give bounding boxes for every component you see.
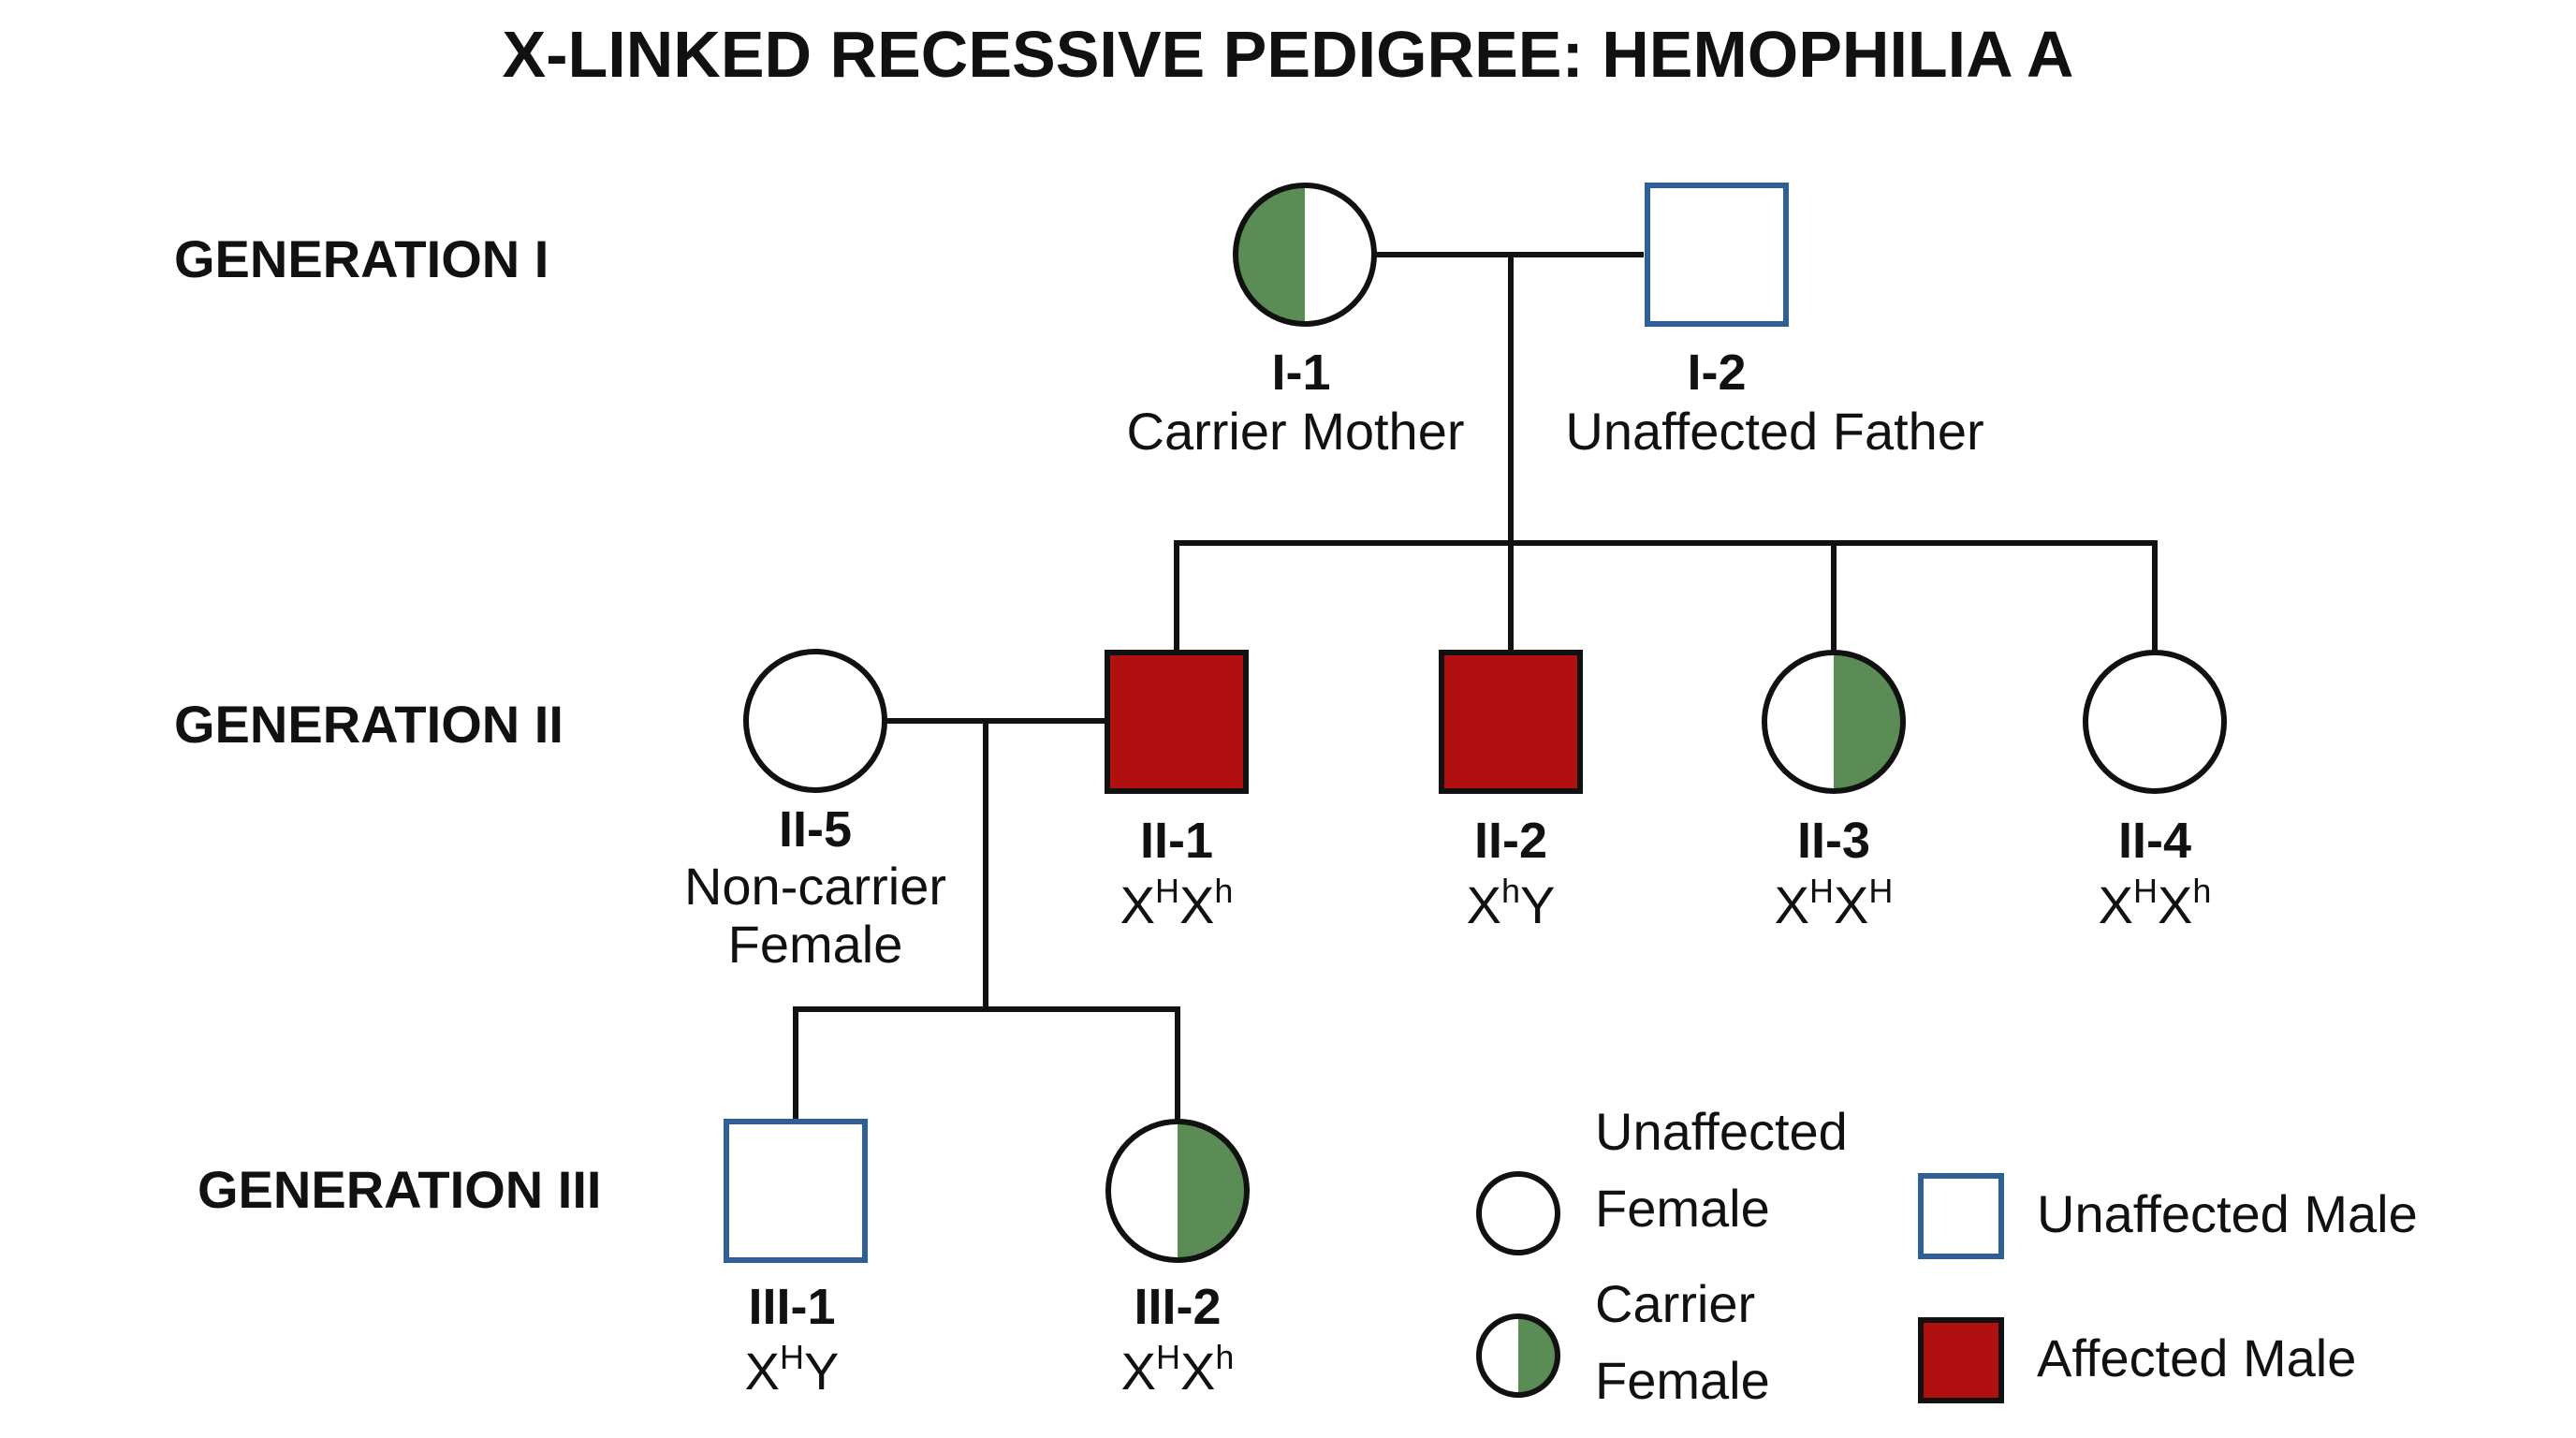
legend: Unaffected Female Carrier Female Unaffec… [1476, 1102, 2418, 1410]
genotype: XHY [745, 1338, 840, 1401]
individual-II-4: II-4 XHXh [2083, 650, 2227, 934]
diagram-title: X-LINKED RECESSIVE PEDIGREE: HEMOPHILIA … [503, 18, 2074, 91]
individual-id: I-1 [1271, 345, 1330, 401]
female-symbol [2083, 650, 2227, 794]
individual-II-5: II-5 Non-carrier Female [684, 649, 946, 974]
carrier-fill-half [1236, 185, 1305, 324]
individual-id: II-5 [779, 801, 852, 858]
individual-II-1: II-1 XHXh [1105, 650, 1249, 934]
male-symbol [724, 1119, 868, 1263]
legend-unaffected-male-symbol [1918, 1173, 2004, 1259]
individual-III-1: III-1 XHY [724, 1119, 868, 1401]
genotype: XHXH [1775, 872, 1894, 934]
carrier-fill-half [1178, 1122, 1247, 1260]
legend-carrier-fill-half [1518, 1316, 1558, 1395]
genotype: XHXh [2099, 872, 2212, 934]
legend-unaffected-male-label: Unaffected Male [2037, 1184, 2418, 1243]
individual-id: II-2 [1474, 813, 1547, 869]
legend-unaffected-female-label-2: Female [1595, 1179, 1770, 1238]
legend-affected-male-symbol [1918, 1317, 2004, 1403]
individual-id: I-2 [1687, 345, 1746, 401]
individual-description: Carrier Mother [1127, 402, 1465, 461]
carrier-fill-half [1834, 653, 1903, 791]
male-symbol [1439, 650, 1583, 794]
legend-unaffected-male: Unaffected Male [1918, 1173, 2418, 1259]
individual-id: II-3 [1797, 813, 1870, 869]
individual-II-3: II-3 XHXH [1762, 650, 1906, 934]
individual-description: Unaffected Father [1565, 402, 1983, 461]
pedigree-lines [793, 252, 2158, 1122]
genotype: XhY [1467, 872, 1556, 934]
genotype: XHXh [1120, 872, 1234, 934]
individual-id: II-4 [2118, 813, 2191, 869]
female-symbol [1233, 183, 1377, 327]
legend-unaffected-female: Unaffected Female [1476, 1102, 1848, 1255]
legend-carrier-female-label-2: Female [1595, 1351, 1770, 1410]
individual-id: II-1 [1140, 813, 1213, 869]
legend-affected-male-label: Affected Male [2037, 1328, 2356, 1387]
legend-carrier-female-symbol [1476, 1313, 1560, 1398]
individual-II-2: II-2 XhY [1439, 650, 1583, 934]
female-symbol [1762, 650, 1906, 794]
individual-id: III-1 [748, 1279, 835, 1335]
legend-carrier-female-label-1: Carrier [1595, 1274, 1755, 1333]
generation-1-label: GENERATION I [174, 229, 549, 288]
legend-carrier-female: Carrier Female [1476, 1274, 1770, 1410]
individual-description-line1: Non-carrier [684, 857, 946, 916]
generation-3-label: GENERATION III [198, 1160, 601, 1219]
generation-2-label: GENERATION II [174, 695, 564, 754]
male-symbol [1645, 183, 1789, 327]
male-symbol [1105, 650, 1249, 794]
individual-id: III-2 [1134, 1279, 1221, 1335]
individual-description-line2: Female [728, 915, 903, 974]
individual-III-2: III-2 XHXh [1105, 1119, 1250, 1401]
individual-I-2: I-2 Unaffected Father [1565, 183, 1984, 461]
legend-unaffected-female-label-1: Unaffected [1595, 1102, 1848, 1161]
female-symbol [743, 649, 887, 793]
legend-affected-male: Affected Male [1918, 1317, 2356, 1403]
individual-I-1: I-1 Carrier Mother [1127, 183, 1465, 461]
female-symbol [1105, 1119, 1250, 1263]
genotype: XHXh [1121, 1338, 1235, 1401]
legend-unaffected-female-symbol [1476, 1171, 1560, 1255]
